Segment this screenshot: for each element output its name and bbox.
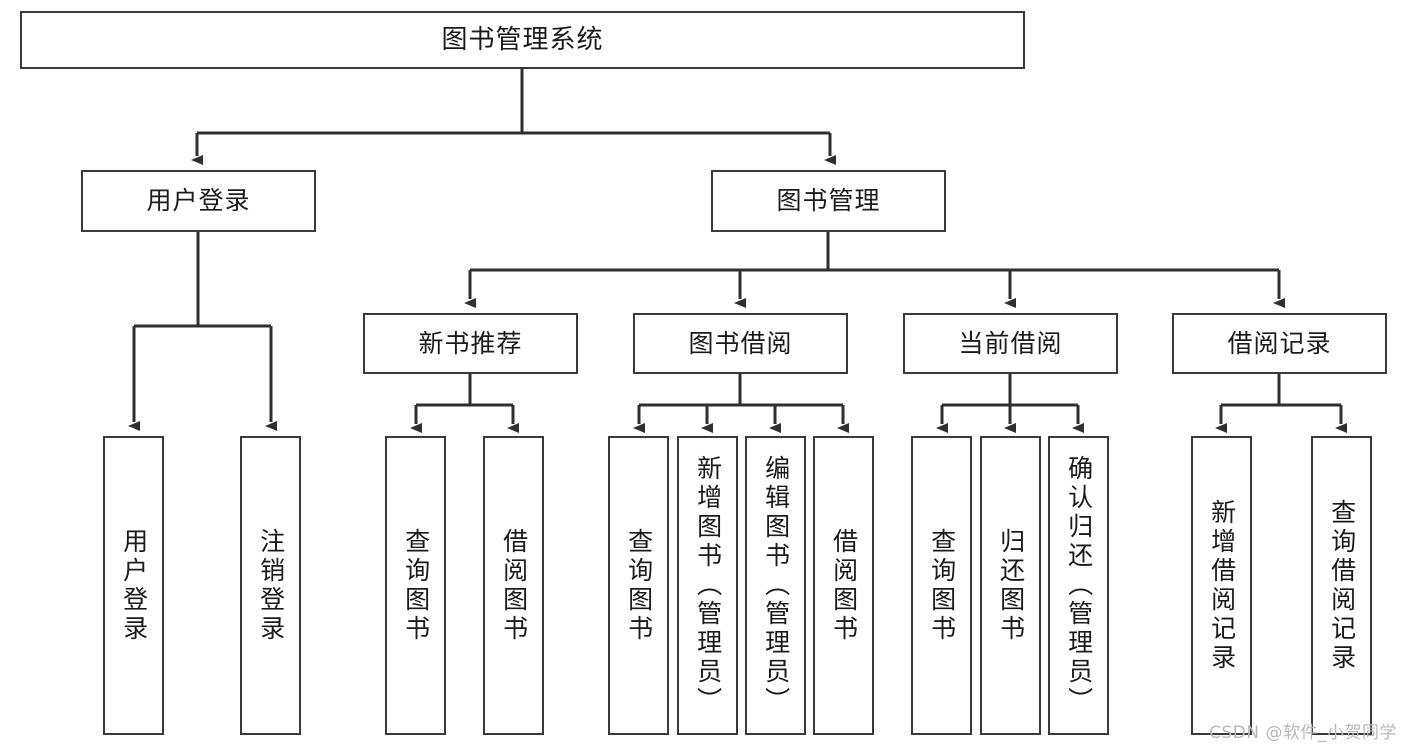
- node-book-manage[interactable]: 图书管理: [711, 170, 946, 232]
- node-user-login[interactable]: 用户登录: [81, 170, 316, 232]
- node-root-label: 图书管理系统: [441, 24, 604, 55]
- leaf-book-borrow-4[interactable]: 借阅图书: [813, 436, 874, 735]
- leaf-current-borrow-3-label: 确认归还（管理员）: [1064, 455, 1094, 716]
- leaf-book-borrow-1-label: 查询图书: [624, 527, 654, 644]
- leaf-current-borrow-1[interactable]: 查询图书: [911, 436, 972, 735]
- node-current-borrow-label: 当前借阅: [958, 328, 1063, 358]
- leaf-borrow-record-2-label: 查询借阅记录: [1327, 498, 1357, 673]
- node-borrow-record[interactable]: 借阅记录: [1172, 313, 1387, 374]
- leaf-current-borrow-2-label: 归还图书: [996, 527, 1026, 644]
- leaf-borrow-record-2[interactable]: 查询借阅记录: [1311, 436, 1372, 735]
- leaf-book-borrow-3[interactable]: 编辑图书（管理员）: [745, 436, 806, 735]
- leaf-book-borrow-2[interactable]: 新增图书（管理员）: [677, 436, 738, 735]
- node-borrow-record-label: 借阅记录: [1227, 328, 1332, 358]
- leaf-borrow-record-1[interactable]: 新增借阅记录: [1191, 436, 1252, 735]
- leaf-new-book-rec-2[interactable]: 借阅图书: [483, 436, 544, 735]
- leaf-book-borrow-3-label: 编辑图书（管理员）: [761, 455, 791, 716]
- node-user-login-label: 用户登录: [146, 186, 251, 216]
- node-new-book-rec-label: 新书推荐: [418, 328, 523, 358]
- leaf-book-borrow-2-label: 新增图书（管理员）: [693, 455, 723, 716]
- leaf-book-borrow-4-label: 借阅图书: [829, 527, 859, 644]
- leaf-book-borrow-1[interactable]: 查询图书: [608, 436, 669, 735]
- leaf-new-book-rec-1-label: 查询图书: [401, 527, 431, 644]
- node-book-manage-label: 图书管理: [776, 186, 881, 216]
- leaf-user-login-1-label: 用户登录: [119, 527, 149, 644]
- node-root[interactable]: 图书管理系统: [20, 11, 1025, 69]
- node-book-borrow-label: 图书借阅: [688, 328, 793, 358]
- leaf-new-book-rec-1[interactable]: 查询图书: [385, 436, 446, 735]
- leaf-borrow-record-1-label: 新增借阅记录: [1207, 498, 1237, 673]
- leaf-current-borrow-1-label: 查询图书: [927, 527, 957, 644]
- leaf-user-login-2-label: 注销登录: [256, 527, 286, 644]
- node-book-borrow[interactable]: 图书借阅: [633, 313, 848, 374]
- leaf-user-login-2[interactable]: 注销登录: [240, 436, 301, 735]
- node-current-borrow[interactable]: 当前借阅: [903, 313, 1118, 374]
- node-new-book-rec[interactable]: 新书推荐: [363, 313, 578, 374]
- leaf-current-borrow-3[interactable]: 确认归还（管理员）: [1048, 436, 1109, 735]
- leaf-new-book-rec-2-label: 借阅图书: [499, 527, 529, 644]
- leaf-user-login-1[interactable]: 用户登录: [103, 436, 164, 735]
- leaf-current-borrow-2[interactable]: 归还图书: [980, 436, 1041, 735]
